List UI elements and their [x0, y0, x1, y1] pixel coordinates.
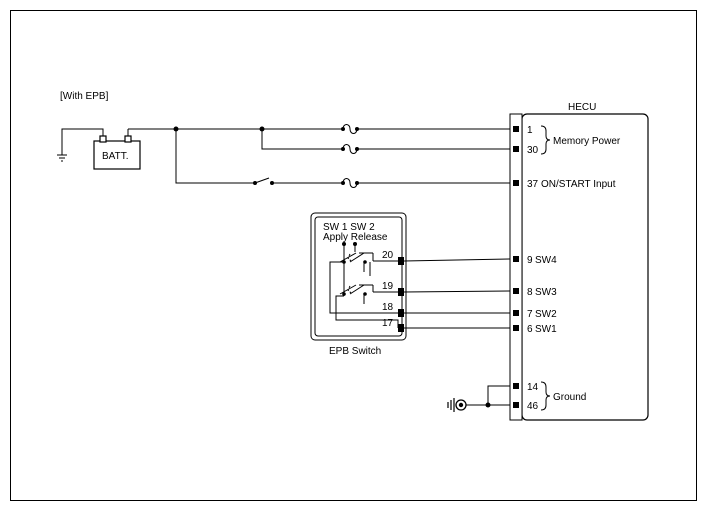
variant-label: [With EPB]: [60, 91, 109, 102]
hecu-pin-number: 1: [527, 125, 533, 136]
hecu-pin-number: 6: [527, 324, 533, 335]
memory-power-label: Memory Power: [553, 136, 621, 147]
ground-label: Ground: [553, 392, 586, 403]
hecu-pin-name: SW4: [535, 255, 557, 266]
epb-switch-label: EPB Switch: [329, 346, 381, 357]
battery: BATT.: [93, 135, 141, 170]
fuse-icon: [341, 124, 359, 134]
hecu-pin-name: SW1: [535, 324, 557, 335]
hecu-pin-number: 14: [527, 382, 539, 393]
epb-header-sw: SW 1 SW 2: [323, 222, 375, 233]
battery-label: BATT.: [102, 151, 128, 162]
epb-pin-number: 18: [382, 302, 394, 313]
hecu-pin-number: 37: [527, 179, 539, 190]
hecu-pin-number: 46: [527, 401, 539, 412]
hecu-pin-number: 7: [527, 309, 533, 320]
hecu-pin-name: SW2: [535, 309, 557, 320]
epb-pin-number: 19: [382, 281, 394, 292]
hecu-pin-number: 8: [527, 287, 533, 298]
epb-switch-box: [310, 212, 407, 341]
ignition-switch-icon: [253, 177, 274, 185]
hecu-box: [521, 113, 649, 421]
brace-icon: [540, 381, 551, 411]
fuse-icon: [341, 144, 359, 154]
epb-header-mode: Apply Release: [323, 232, 388, 243]
hecu-pin-name: ON/START Input: [541, 179, 616, 190]
switch-contact-icon: [339, 242, 374, 264]
fuse-icon: [341, 178, 359, 188]
brace-icon: [540, 125, 551, 155]
chassis-ground-icon: [57, 154, 67, 162]
hecu-pin-number: 9: [527, 255, 533, 266]
switch-contact-icon: [339, 276, 374, 296]
hecu-connector: [509, 113, 523, 421]
epb-pin-number: 17: [382, 318, 394, 329]
ground-terminal-icon: [447, 398, 470, 412]
hecu-pin-37: 37 ON/START Input: [527, 179, 616, 190]
diagram-frame: [10, 10, 697, 501]
hecu-pin-name: SW3: [535, 287, 557, 298]
hecu-pin-number: 30: [527, 145, 539, 156]
hecu-label: HECU: [568, 102, 596, 113]
epb-pin-number: 20: [382, 250, 394, 261]
